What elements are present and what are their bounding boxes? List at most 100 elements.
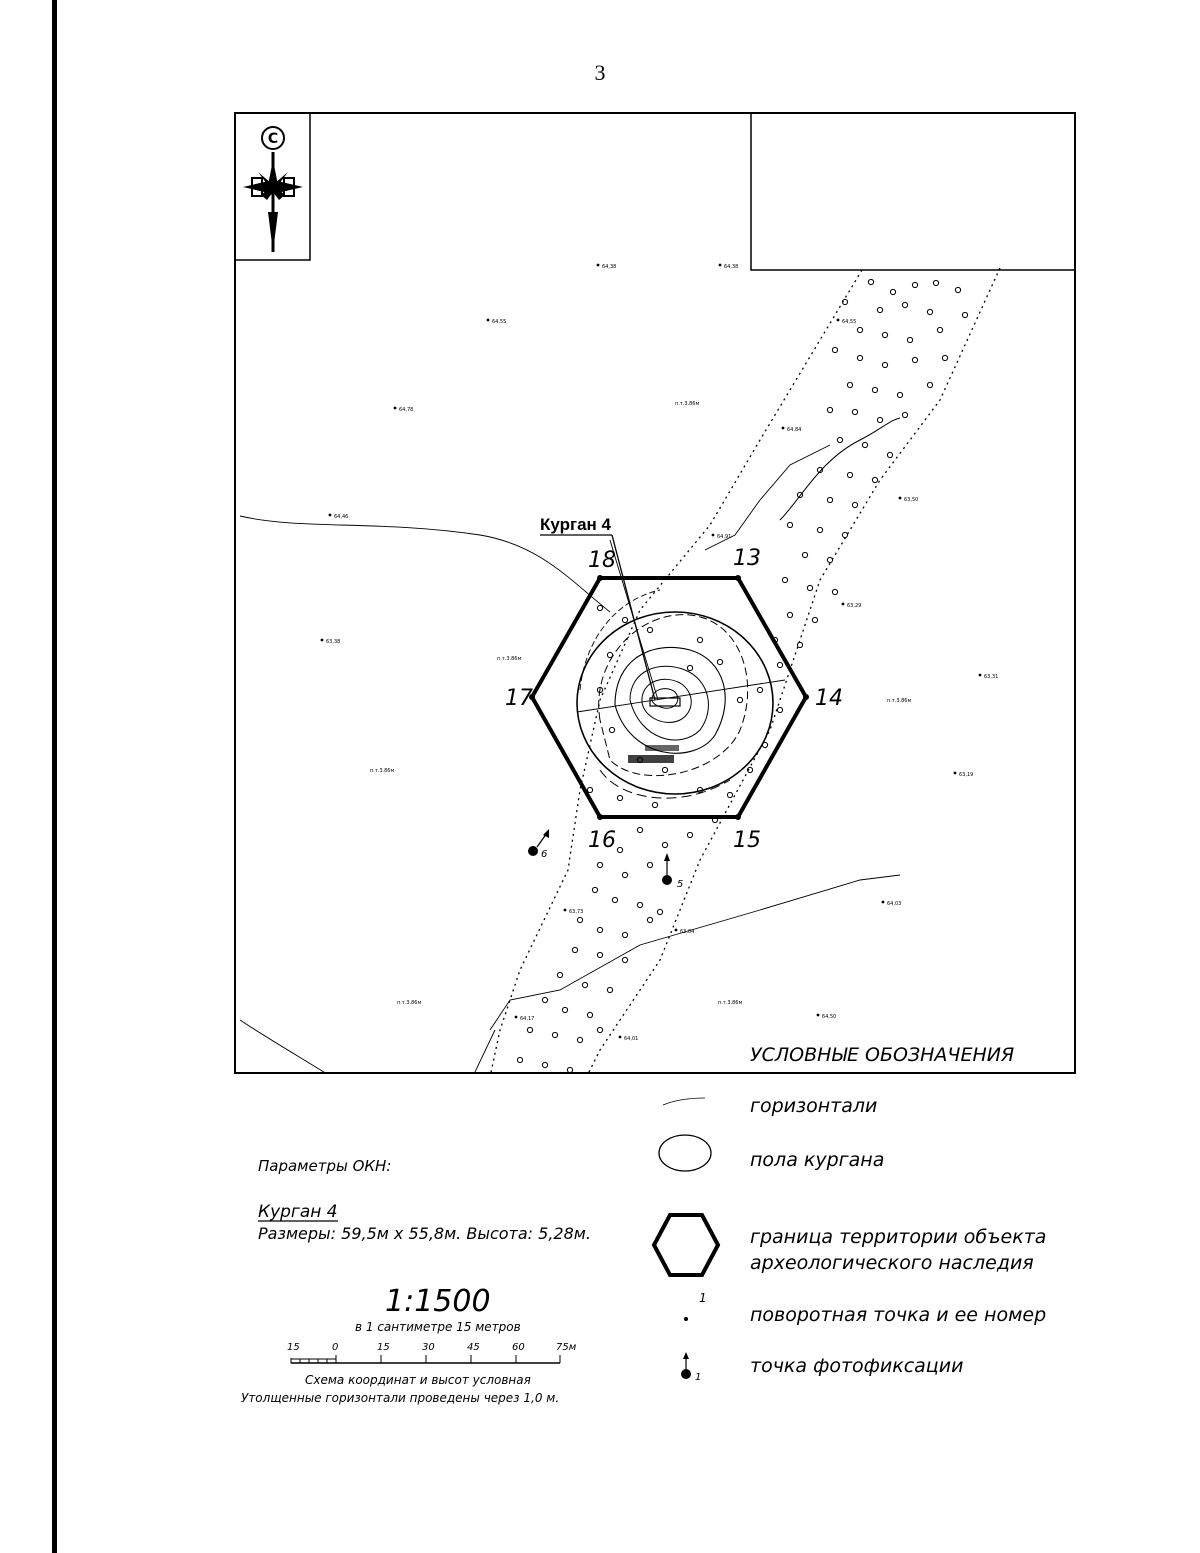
- strip-dot: [926, 308, 934, 316]
- strip-dot: [516, 1056, 524, 1064]
- strip-dot: [841, 531, 849, 539]
- scale-note-2: Утолщенные горизонтали проведены через 1…: [241, 1391, 559, 1405]
- strip-dot: [911, 281, 919, 289]
- spot-height-label: 63,50: [904, 497, 918, 503]
- strip-dot: [608, 726, 616, 734]
- spot-height-dot: [559, 1144, 562, 1147]
- strip-dot: [932, 279, 940, 287]
- strip-dot: [906, 336, 914, 344]
- spot-height-label: 63,38: [326, 639, 340, 645]
- spot-height-label: 64,91: [717, 534, 731, 540]
- strip-dot: [716, 658, 724, 666]
- survey-station-label: п.т.3.86м: [718, 1000, 742, 1006]
- spot-height-dot: [816, 1013, 820, 1017]
- spot-height-dot: [461, 1125, 464, 1128]
- spot-height-label: 63,31: [984, 674, 998, 680]
- spot-height-dot: [674, 928, 678, 932]
- photo-number: 1: [695, 1372, 701, 1383]
- spot-height-label: 64,38: [602, 264, 616, 270]
- spot-height-label: 64,03: [887, 901, 901, 907]
- strip-dot: [526, 1026, 534, 1034]
- strip-dot: [901, 301, 909, 309]
- strip-dot: [867, 278, 875, 286]
- point-17: 17: [505, 686, 533, 711]
- spot-height-label: 64,01: [624, 1036, 638, 1042]
- strip-dot: [926, 381, 934, 389]
- page-margin-rule: [52, 0, 57, 1553]
- strip-dot: [492, 1147, 497, 1152]
- object-parameters: Параметры ОКН: Курган 4 Размеры: 59,5м х…: [258, 1157, 591, 1243]
- strip-dot: [889, 288, 897, 296]
- strip-dot: [616, 846, 624, 854]
- strip-dot: [801, 551, 809, 559]
- photo-point-5: 5: [662, 853, 683, 890]
- north-arrow-icon: С: [243, 126, 303, 252]
- strip-dot: [941, 354, 949, 362]
- scale-tick-label: 15: [287, 1342, 300, 1353]
- strip-dot: [846, 471, 854, 479]
- strip-dot: [776, 661, 784, 669]
- scale-tick-label: 0: [332, 1342, 338, 1353]
- strip-dot: [841, 298, 849, 306]
- strip-dot: [756, 686, 764, 694]
- strip-dot: [781, 576, 789, 584]
- survey-station-label: п.т.3.86м: [497, 656, 521, 662]
- point-13: 13: [733, 546, 761, 571]
- spot-height-dot: [393, 406, 397, 410]
- strip-dot: [776, 706, 784, 714]
- ellipse-icon: [658, 1134, 712, 1172]
- spot-height-label: 64,17: [520, 1016, 534, 1022]
- contour-line-icon: [662, 1097, 706, 1106]
- strip-dot: [826, 556, 834, 564]
- vertex-number: 1: [699, 1291, 707, 1305]
- boundary-vertices: [529, 575, 809, 820]
- strip-dot: [576, 916, 584, 924]
- spot-height-label: 64,38: [564, 1144, 578, 1150]
- strip-dot: [596, 861, 604, 869]
- scale-bar: [290, 1355, 561, 1364]
- legend-title: УСЛОВНЫЕ ОБОЗНАЧЕНИЯ: [750, 1044, 1014, 1066]
- spot-height-dot: [618, 1035, 622, 1039]
- strip-dot: [621, 956, 629, 964]
- strip-dot: [611, 896, 619, 904]
- strip-dot: [811, 616, 819, 624]
- north-letter: С: [268, 131, 278, 147]
- compass-box: [234, 112, 311, 261]
- strip-dot: [596, 604, 604, 612]
- strip-dot: [646, 626, 654, 634]
- legend-label-boundary-1: граница территории объекта: [750, 1226, 1046, 1248]
- strip-dot: [661, 766, 669, 774]
- mound-label: Курган 4: [540, 515, 612, 534]
- strip-dot: [816, 466, 824, 474]
- strip-dot: [831, 346, 839, 354]
- strip-dot: [856, 354, 864, 362]
- spot-height-label: 63,84: [680, 929, 694, 935]
- params-size: Размеры: 59,5м х 55,8м. Высота: 5,28м.: [258, 1224, 591, 1243]
- spot-height-dot: [836, 318, 840, 322]
- spot-height-dot: [320, 638, 324, 642]
- strip-dot: [576, 1036, 584, 1044]
- strip-dot: [616, 794, 624, 802]
- spot-height-label: 64,50: [822, 1014, 836, 1020]
- strip-dot: [532, 1092, 537, 1097]
- scale-tick-label: 30: [422, 1342, 435, 1353]
- field-strip-dots: [492, 278, 969, 1152]
- strip-dot: [851, 501, 859, 509]
- spot-height-dot: [563, 908, 567, 912]
- strip-dot: [606, 651, 614, 659]
- spot-height-label: 63,29: [847, 603, 861, 609]
- spot-height-label: 64,38: [724, 264, 738, 270]
- scale-tick-label: 15: [377, 1342, 390, 1353]
- strip-dot: [746, 766, 754, 774]
- strip-dot: [954, 286, 962, 294]
- strip-dot: [686, 664, 694, 672]
- survey-station-label: п.т.3.86м: [1040, 1181, 1064, 1187]
- strip-dot: [586, 1011, 594, 1019]
- strip-dot: [646, 861, 654, 869]
- strip-dot: [936, 326, 944, 334]
- strip-dot: [851, 408, 859, 416]
- strip-dot: [736, 696, 744, 704]
- params-object-name: Курган 4: [258, 1202, 338, 1222]
